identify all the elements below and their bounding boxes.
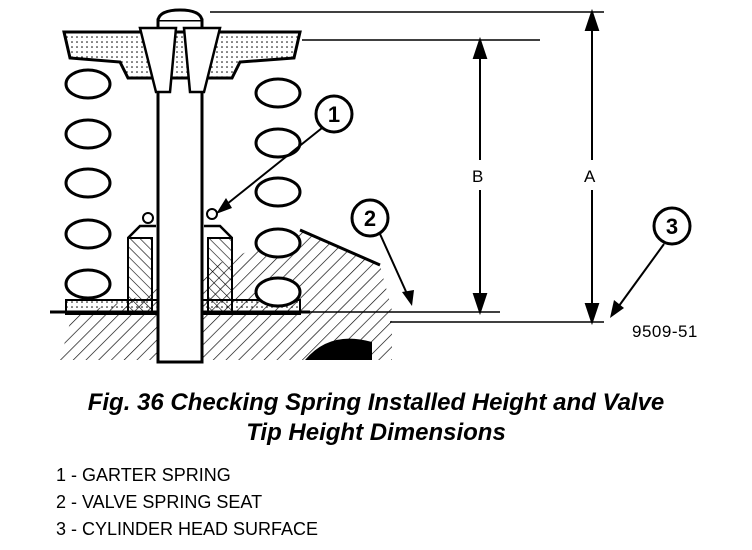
valve-tip	[156, 8, 204, 21]
dimension-b-label: B	[472, 167, 483, 186]
svg-text:2: 2	[364, 206, 376, 231]
figure-code: 9509-51	[632, 322, 698, 341]
caption-line-1: Fig. 36 Checking Spring Installed Height…	[87, 389, 665, 416]
svg-text:1: 1	[328, 102, 340, 127]
legend-list: 1 - GARTER SPRING 2 - VALVE SPRING SEAT …	[56, 462, 318, 543]
garter-spring	[142, 208, 218, 224]
dimension-extension-lines	[210, 11, 604, 323]
valve-locks	[138, 26, 222, 94]
caption-line-2: Tip Height Dimensions	[246, 419, 506, 446]
valve-guide	[127, 224, 233, 313]
valve-spring-coils	[64, 68, 302, 308]
callout-3: 3	[610, 206, 692, 318]
dimension-a-arrow	[584, 8, 600, 326]
callout-2: 2	[350, 198, 414, 306]
figure-caption: Fig. 36 Checking Spring Installed Height…	[0, 388, 752, 448]
legend-item-cylinder-head-surface: 3 - CYLINDER HEAD SURFACE	[56, 519, 319, 539]
legend-item-valve-spring-seat: 2 - VALVE SPRING SEAT	[56, 492, 263, 512]
dimension-b-arrow	[472, 36, 488, 316]
spring-retainer	[62, 30, 302, 80]
callout-1: 1	[216, 94, 354, 214]
dimension-a-label: A	[584, 167, 596, 186]
svg-text:3: 3	[666, 214, 678, 239]
legend-item-garter-spring: 1 - GARTER SPRING	[56, 465, 231, 485]
valve-spring-diagram: A B 1 2 3	[50, 8, 692, 364]
